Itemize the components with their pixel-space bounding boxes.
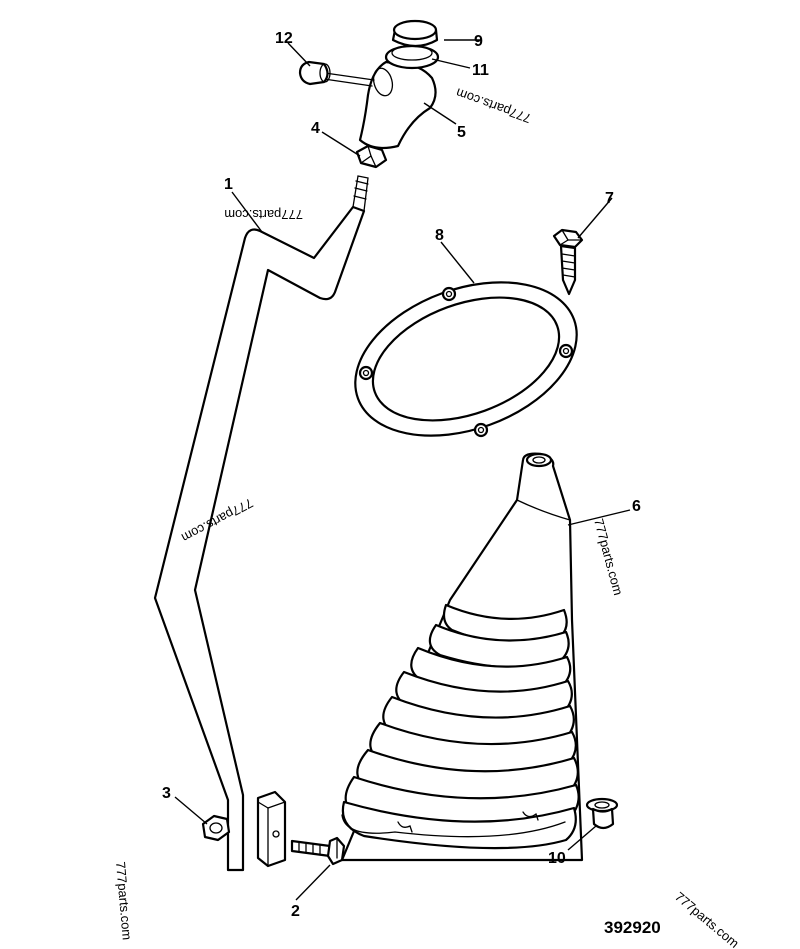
gear-knob — [358, 60, 437, 150]
watermark: 777parts.com — [454, 85, 533, 126]
knob-cap — [391, 19, 439, 48]
nut-3 — [201, 814, 231, 842]
lock-nut — [355, 144, 388, 169]
callout-10: 10 — [548, 850, 566, 867]
bolt-7 — [552, 228, 584, 296]
watermark: 777parts.com — [113, 861, 135, 941]
callout-5: 5 — [457, 124, 466, 141]
callout-4: 4 — [311, 120, 320, 137]
callout-labels: 1 2 3 4 5 6 7 8 9 10 11 12 — [162, 30, 641, 920]
rubber-gaiter — [340, 452, 584, 862]
seal-ring — [384, 44, 440, 70]
leader-lines — [174, 39, 631, 901]
callout-7: 7 — [605, 190, 614, 207]
callout-2: 2 — [291, 903, 300, 920]
callout-8: 8 — [435, 227, 444, 244]
callout-6: 6 — [632, 498, 641, 515]
callout-3: 3 — [162, 785, 171, 802]
callout-9: 9 — [474, 33, 483, 50]
callout-11: 11 — [472, 62, 489, 79]
callout-12: 12 — [275, 30, 293, 47]
watermark: 777parts.com — [224, 207, 303, 222]
release-pin — [298, 60, 375, 87]
watermark: 777parts.com — [672, 889, 742, 949]
bush-10 — [585, 797, 619, 830]
retaining-ring — [354, 281, 578, 438]
bolt-2 — [290, 836, 346, 866]
watermark: 777parts.com — [591, 517, 626, 597]
diagram-reference-number: 392920 — [604, 918, 661, 937]
gear-lever-rod — [153, 175, 369, 872]
callout-1: 1 — [224, 176, 233, 193]
